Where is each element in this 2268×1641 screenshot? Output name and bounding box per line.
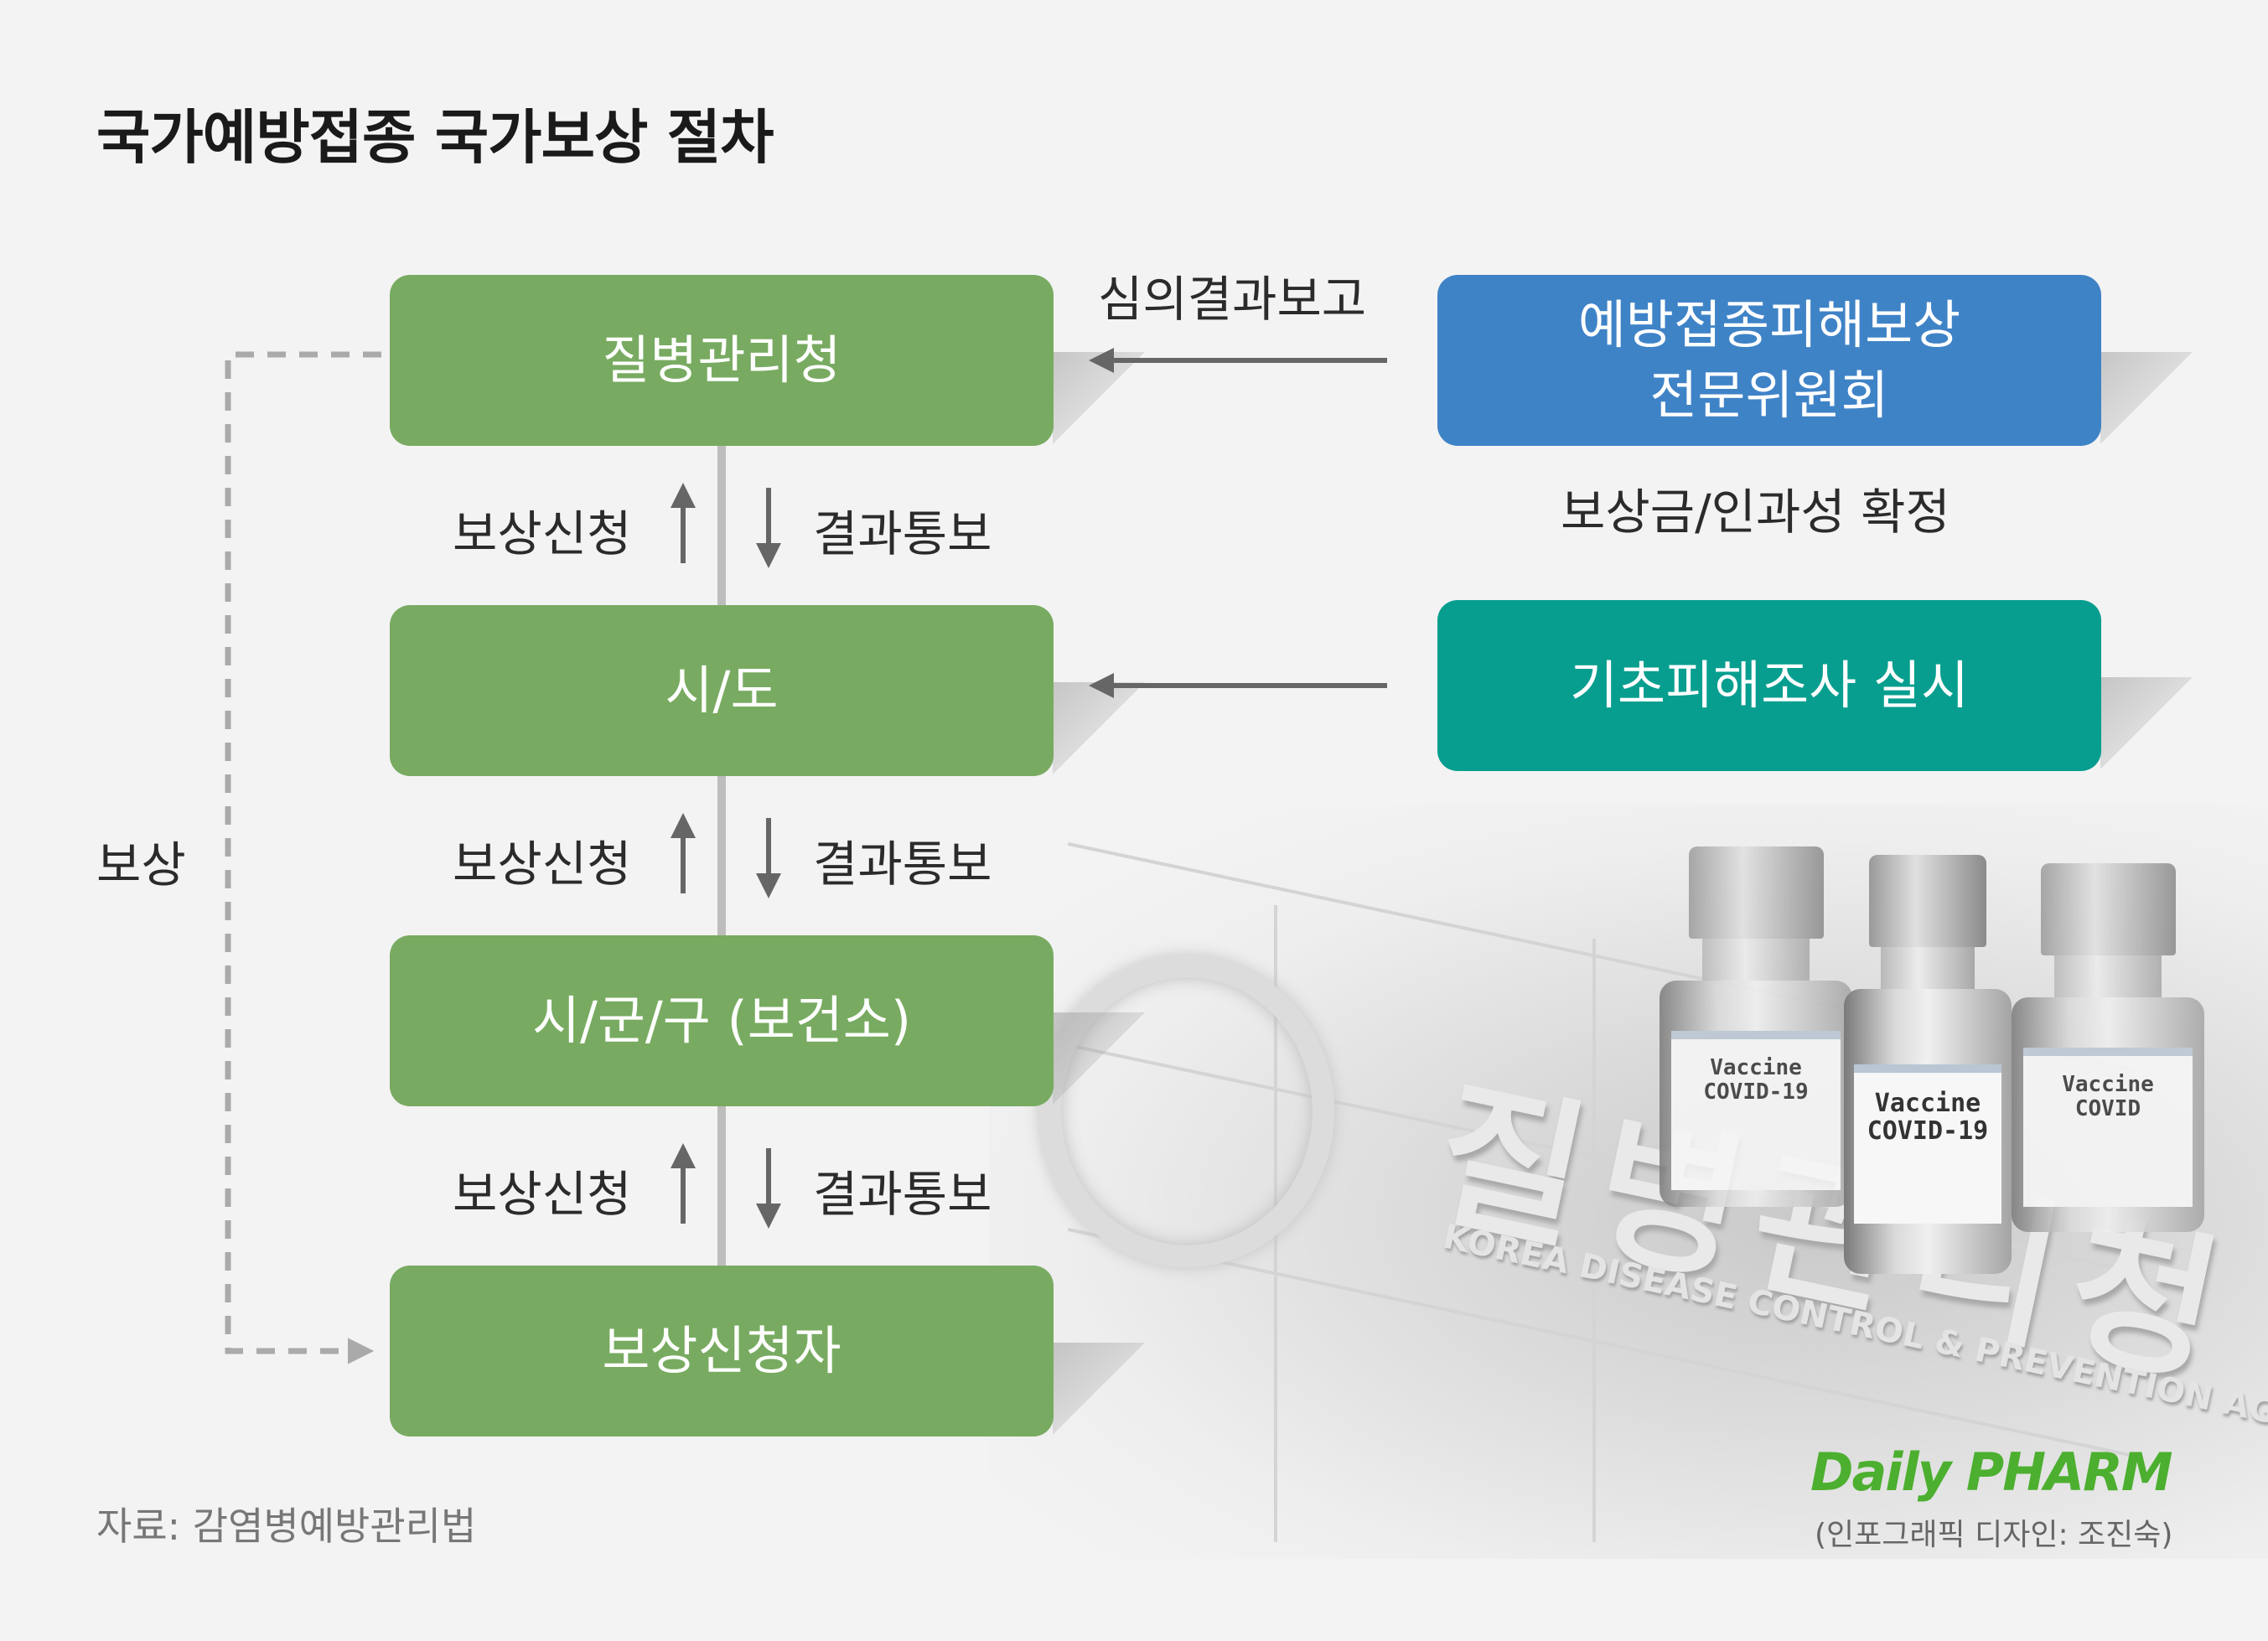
source-note: 자료: 감염병예방관리법 [96,1496,476,1551]
dashed-compensation-path [228,355,381,1351]
daily-pharm-logo: Daily PHARM [1810,1442,2172,1503]
design-credit: (인포그래픽 디자인: 조진숙) [1815,1510,2172,1554]
